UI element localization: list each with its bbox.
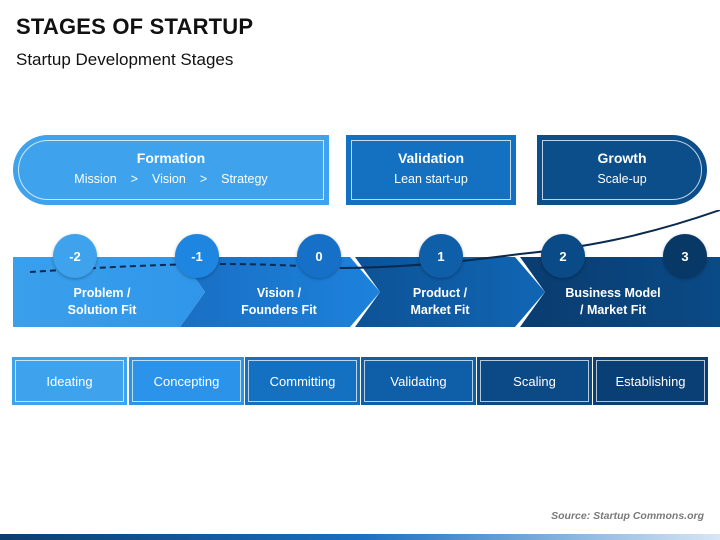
chevron-0	[13, 257, 205, 327]
phase-frame	[18, 140, 324, 200]
milestone-circle: 1	[419, 234, 463, 278]
phase-frame	[542, 140, 702, 200]
phase-name: Validation	[397, 150, 465, 166]
step-concepting: Concepting	[129, 357, 244, 405]
phase-steps: Mission > Vision > Strategy	[13, 172, 329, 186]
phase-frame	[351, 140, 511, 200]
step-label: Committing	[269, 373, 336, 389]
stage-product-market-fit: Product / Market Fit	[365, 285, 515, 319]
phase-name: Growth	[597, 150, 647, 166]
stage-vision-founders-fit: Vision / Founders Fit	[204, 285, 354, 319]
phase-separator: >	[130, 172, 138, 186]
step-frame	[248, 360, 357, 402]
phase-step: Mission	[74, 172, 117, 186]
phase-step: Vision	[151, 172, 186, 186]
milestone-circle: -2	[53, 234, 97, 278]
step-ideating: Ideating	[12, 357, 127, 405]
milestone-circle: 3	[663, 234, 707, 278]
stage-label-line: Solution Fit	[67, 303, 137, 317]
phase-formation: Formation Mission > Vision > Strategy	[13, 135, 329, 205]
phase-desc: Lean start-up	[394, 172, 468, 186]
stage-business-model-market-fit: Business Model / Market Fit	[538, 285, 688, 319]
stage-band	[13, 210, 720, 327]
step-label: Ideating	[46, 373, 93, 389]
step-frame	[364, 360, 473, 402]
step-frame	[132, 360, 241, 402]
phase-growth: Growth Scale-up	[537, 135, 707, 205]
stage-label-line: Product /	[412, 286, 468, 300]
step-frame	[596, 360, 705, 402]
step-frame	[480, 360, 589, 402]
source-note: Source: Startup Commons.org	[551, 510, 704, 522]
stage-label-line: Vision /	[256, 286, 302, 300]
step-scaling: Scaling	[477, 357, 592, 405]
stage-label-line: Founders Fit	[241, 303, 317, 317]
step-label: Establishing	[615, 373, 686, 389]
phase-name: Formation	[136, 150, 206, 166]
step-committing: Committing	[245, 357, 360, 405]
step-establishing: Establishing	[593, 357, 708, 405]
phase-desc: Scale-up	[597, 172, 647, 186]
bottom-accent-bar	[0, 534, 720, 540]
stage-problem-solution-fit: Problem / Solution Fit	[27, 285, 177, 319]
phase-separator: >	[199, 172, 208, 186]
page-title: STAGES OF STARTUP	[16, 14, 254, 39]
growth-curve	[339, 210, 720, 269]
stage-label-line: Market Fit	[410, 303, 470, 317]
milestone-circle: 0	[297, 234, 341, 278]
phase-validation: Validation Lean start-up	[346, 135, 516, 205]
step-label: Validating	[390, 373, 447, 389]
stage-label-line: / Market Fit	[580, 303, 646, 317]
phase-step: Strategy	[221, 172, 268, 186]
step-label: Concepting	[153, 373, 220, 389]
step-validating: Validating	[361, 357, 476, 405]
milestone-circle: 2	[541, 234, 585, 278]
stage-label-line: Business Model	[565, 286, 661, 300]
milestone-circle: -1	[175, 234, 219, 278]
chevron-2	[355, 257, 545, 327]
step-frame	[15, 360, 124, 402]
page-subtitle: Startup Development Stages	[16, 50, 234, 69]
stage-label-line: Problem /	[73, 286, 131, 300]
step-label: Scaling	[513, 373, 556, 389]
